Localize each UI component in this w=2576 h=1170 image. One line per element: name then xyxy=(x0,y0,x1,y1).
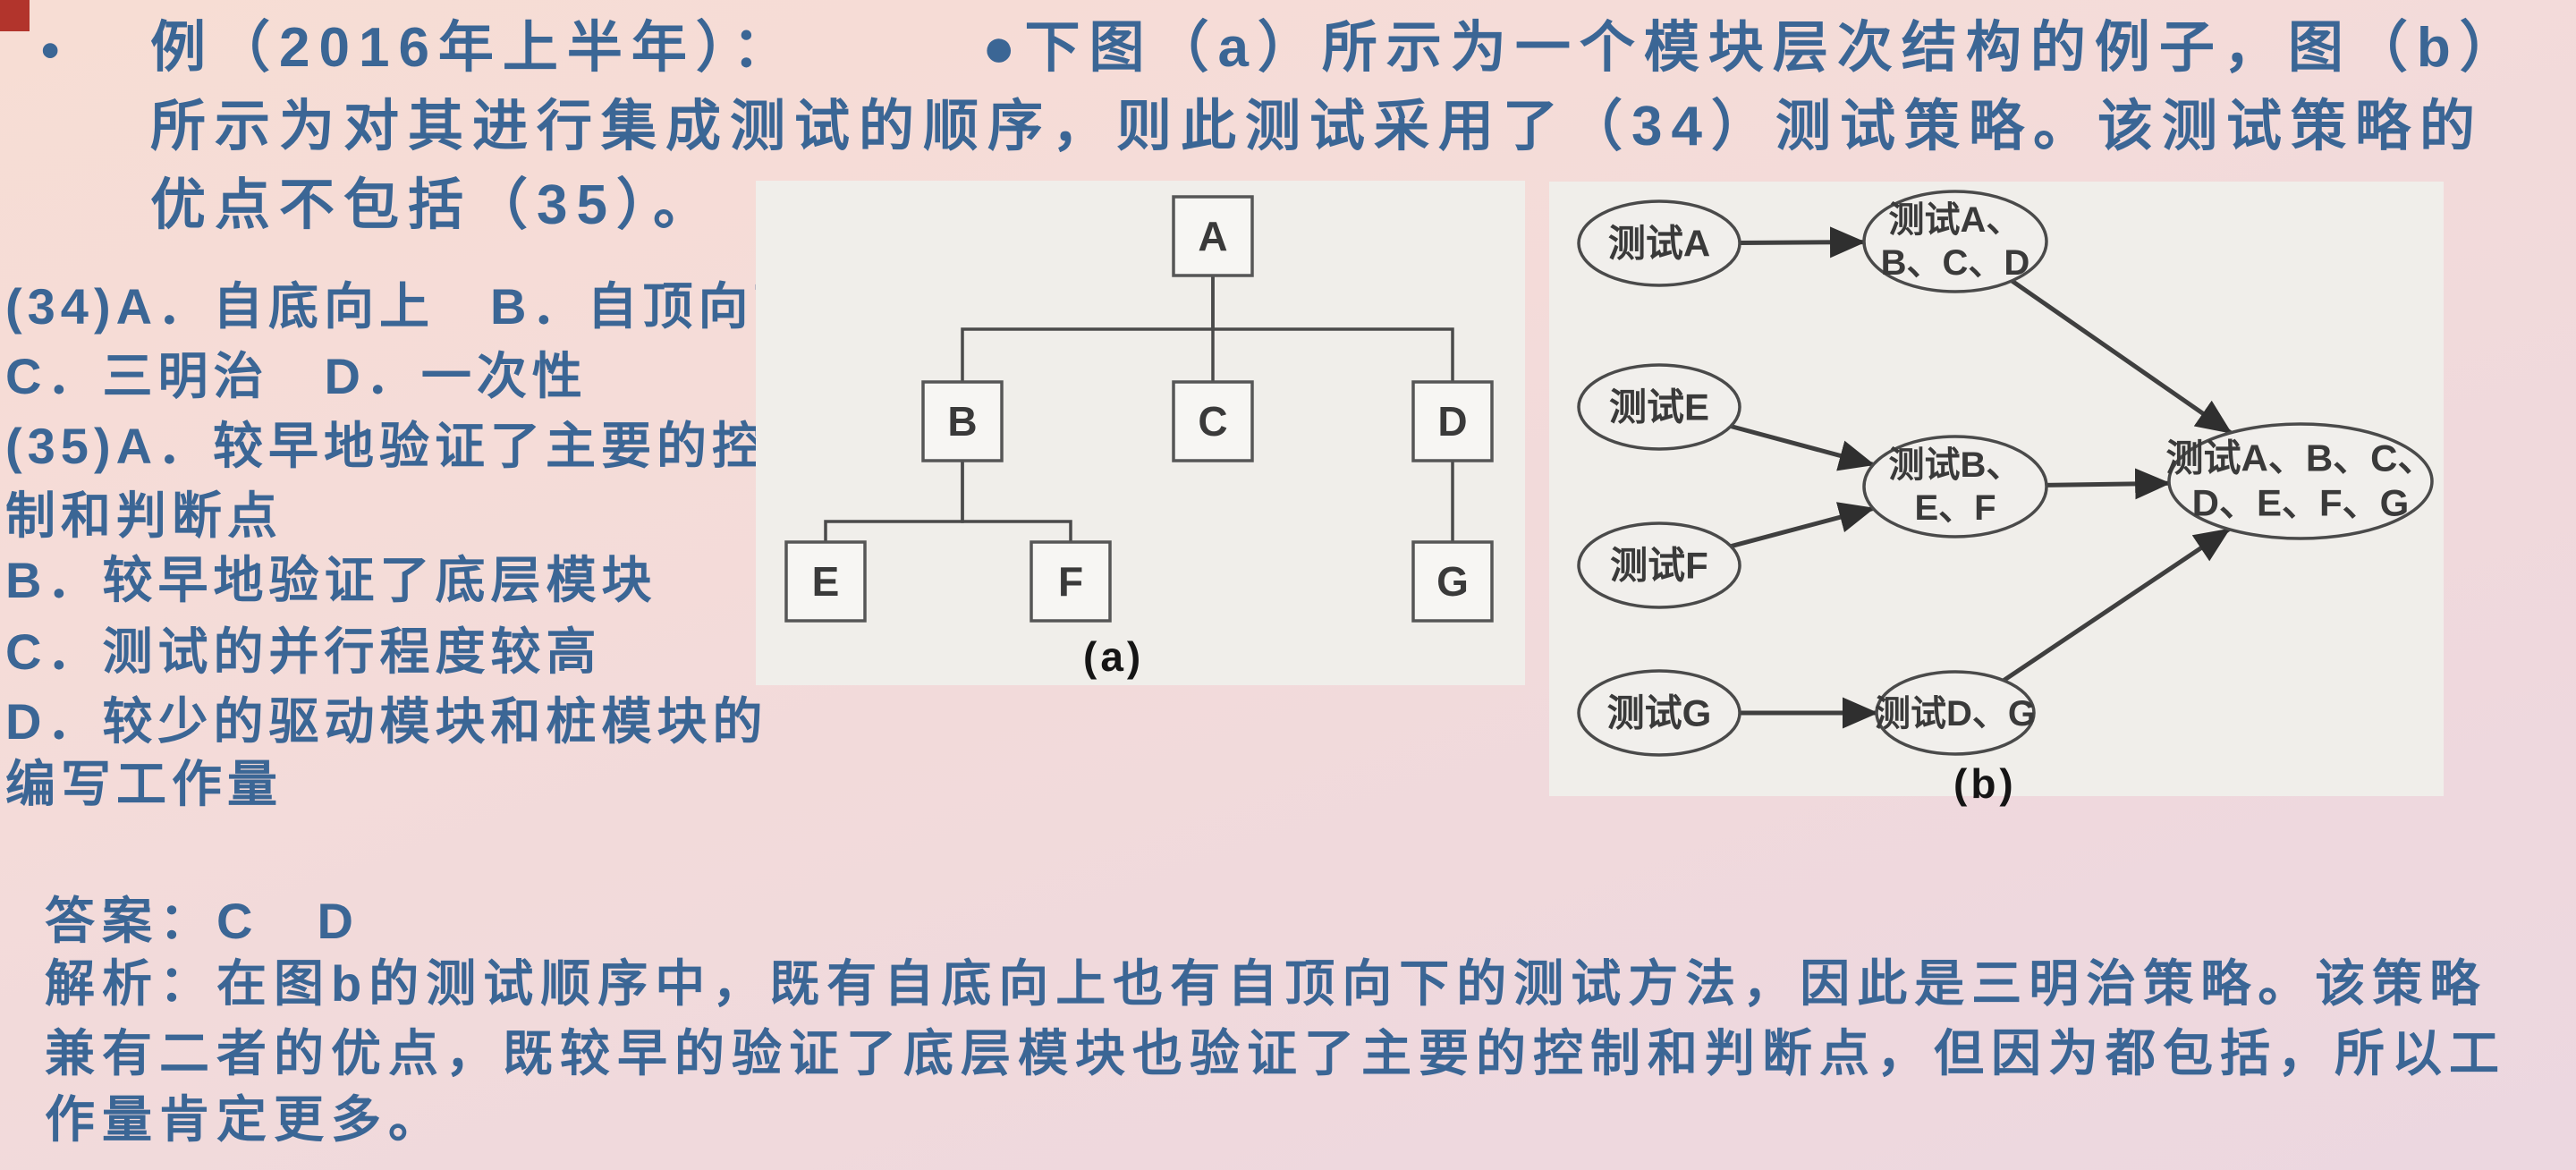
module-box-C xyxy=(1172,380,1254,462)
test-node-label-mBEF: 测试B、E、F xyxy=(1889,445,2022,528)
analysis-line-2: 兼有二者的优点，既较早的验证了底层模块也验证了主要的控制和判断点，但因为都包括，… xyxy=(45,1025,2506,1081)
test-order-panel: 测试A 测试E 测试F 测试G 测试A、B、C、D 测试B、E、F 测试D、G 测试A、B、C… xyxy=(1549,182,2444,807)
module-box-G xyxy=(1411,540,1494,623)
question-intro: 例（2016年上半年）： xyxy=(150,17,797,79)
test-node-tF xyxy=(1577,521,1741,609)
module-label-A: A xyxy=(1198,213,1227,259)
test-order-diagram: 测试A 测试E 测试F 测试G 测试A、B、C、D 测试B、E、F 测试D、G 测试A、B、C… xyxy=(1577,190,2436,757)
diagram-a-caption: (a) xyxy=(1083,633,1145,680)
test-node-label-big: 测试A、B、C、D、E、F、G xyxy=(2166,437,2436,524)
module-box-F xyxy=(1030,540,1112,623)
module-hierarchy-diagram: A B C D E F G xyxy=(784,195,1494,623)
test-node-label-tA: 测试A xyxy=(1608,223,1710,265)
test-node-label-tE: 测试E xyxy=(1609,386,1709,428)
module-label-B: B xyxy=(947,398,977,445)
test-node-tA xyxy=(1577,199,1741,287)
test-node-tG xyxy=(1577,669,1741,757)
module-box-B xyxy=(921,380,1004,462)
option-35-a: (35)A．较早地验证了主要的控 xyxy=(5,418,768,474)
test-node-label-mABCD: 测试A、B、C、D xyxy=(1881,200,2030,283)
test-order-arrow-mBEF-big xyxy=(2046,468,2172,500)
option-35-a-cont: 制和判断点 xyxy=(5,488,283,544)
question-line-1: ●下图（a）所示为一个模块层次结构的例子，图（b） xyxy=(982,17,2524,79)
list-bullet: • xyxy=(41,21,60,80)
test-node-label-tG: 测试G xyxy=(1607,692,1712,734)
tree-edge-A-D xyxy=(1211,276,1454,382)
test-node-mBEF xyxy=(1862,435,2048,538)
module-hierarchy-panel: A B C D E F G (a) xyxy=(756,181,1525,685)
test-order-arrow-tF-mBEF xyxy=(1730,502,1876,549)
option-34-ab: (34)A．自底向上 B．自顶向下 xyxy=(5,278,809,335)
module-label-G: G xyxy=(1436,558,1469,605)
test-node-tE xyxy=(1577,363,1741,451)
module-label-D: D xyxy=(1437,398,1467,445)
option-35-b: B．较早地验证了底层模块 xyxy=(5,552,657,608)
analysis-line-3: 作量肯定更多。 xyxy=(45,1091,445,1148)
module-label-F: F xyxy=(1058,558,1083,605)
test-order-arrow-mABCD-big xyxy=(2010,278,2233,435)
tree-edge-A-B xyxy=(961,276,1215,382)
option-35-c: C．测试的并行程度较高 xyxy=(5,623,602,680)
test-order-arrow-tE-mBEF xyxy=(1730,424,1876,471)
module-label-E: E xyxy=(812,558,840,605)
question-line-2: 所示为对其进行集成测试的顺序，则此测试采用了（34）测试策略。该测试策略的 xyxy=(150,96,2484,157)
module-label-C: C xyxy=(1198,398,1227,445)
module-box-A xyxy=(1172,195,1254,277)
test-node-mABCD xyxy=(1862,190,2048,293)
option-34-cd: C．三明治 D．一次性 xyxy=(5,348,588,404)
question-line-3: 优点不包括（35）。 xyxy=(150,174,717,236)
module-box-E xyxy=(784,540,867,623)
option-35-d: D．较少的驱动模块和桩模块的 xyxy=(5,693,768,750)
test-order-arrow-mDG-big xyxy=(2002,527,2231,682)
test-node-big xyxy=(2167,422,2434,540)
tree-edge-B-F xyxy=(961,461,1072,542)
test-node-mDG xyxy=(1875,670,2036,756)
analysis-line-1: 解析：在图b的测试顺序中，既有自底向上也有自顶向下的测试方法，因此是三明治策略。… xyxy=(45,955,2487,1012)
option-35-d-cont: 编写工作量 xyxy=(5,756,283,812)
test-order-arrow-tA-mABCD xyxy=(1739,226,1867,259)
module-box-D xyxy=(1411,380,1494,462)
answer-line: 答案：C D xyxy=(45,893,360,949)
test-node-label-tF: 测试F xyxy=(1610,545,1708,587)
tree-edge-B-E xyxy=(824,461,964,542)
slide-corner-marker xyxy=(0,0,30,31)
test-node-label-mDG: 测试D、G xyxy=(1875,694,2036,733)
diagram-b-caption: (b) xyxy=(1953,760,2017,807)
